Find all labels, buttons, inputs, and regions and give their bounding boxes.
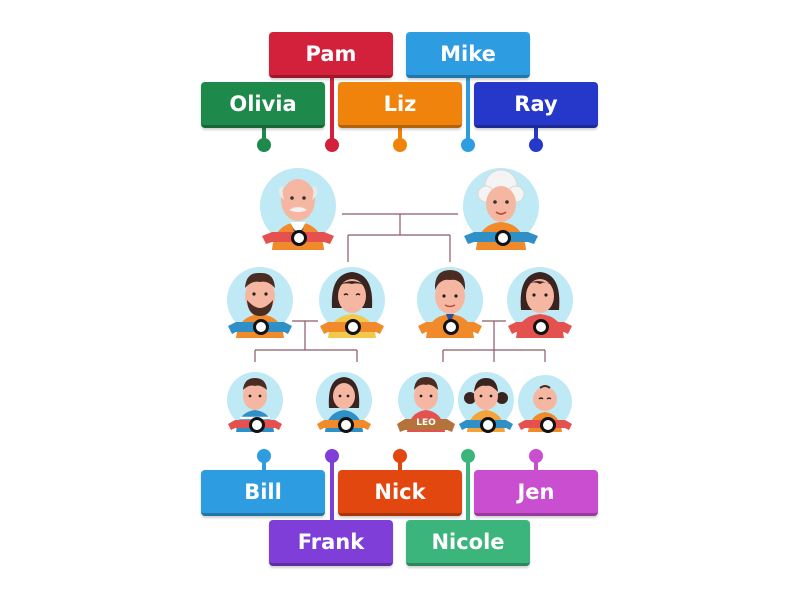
bill-stem <box>262 456 266 472</box>
nicole-pin <box>461 449 475 463</box>
child-pigtail-girl-drop-slot[interactable] <box>480 417 496 433</box>
jen-pin <box>529 449 543 463</box>
label-pam[interactable]: Pam <box>269 32 393 78</box>
father-right-drop-slot[interactable] <box>443 319 459 335</box>
child-girl-left-drop-slot[interactable] <box>338 417 354 433</box>
jen-stem <box>534 456 538 472</box>
label-bill[interactable]: Bill <box>201 470 325 516</box>
mother-right-drop-slot[interactable] <box>533 319 549 335</box>
label-mike[interactable]: Mike <box>406 32 530 78</box>
pam-pin <box>325 138 339 152</box>
nick-stem <box>398 456 402 472</box>
grandpa-drop-slot[interactable] <box>291 230 307 246</box>
nick-pin <box>393 449 407 463</box>
label-frank[interactable]: Frank <box>269 520 393 566</box>
pam-stem <box>330 78 334 144</box>
child-leo-avatar <box>397 372 455 432</box>
label-ray[interactable]: Ray <box>474 82 598 128</box>
olivia-stem <box>262 128 266 144</box>
father-right-avatar <box>417 267 483 338</box>
ray-pin <box>529 138 543 152</box>
frank-stem <box>330 456 334 522</box>
label-olivia[interactable]: Olivia <box>201 82 325 128</box>
grandma-avatar <box>463 168 539 250</box>
label-liz[interactable]: Liz <box>338 82 462 128</box>
child-striped-boy-avatar <box>227 372 283 432</box>
mother-left-drop-slot[interactable] <box>345 319 361 335</box>
mike-pin <box>461 138 475 152</box>
label-jen[interactable]: Jen <box>474 470 598 516</box>
ray-stem <box>534 128 538 144</box>
child-baby-drop-slot[interactable] <box>540 417 556 433</box>
bill-pin <box>257 449 271 463</box>
liz-stem <box>398 128 402 144</box>
frank-pin <box>325 449 339 463</box>
mike-stem <box>466 78 470 144</box>
nicole-stem <box>466 456 470 522</box>
child-baby-avatar <box>518 375 572 432</box>
label-nicole[interactable]: Nicole <box>406 520 530 566</box>
leo-name-tag: LEO <box>416 418 436 428</box>
grandma-drop-slot[interactable] <box>495 230 511 246</box>
olivia-pin <box>257 138 271 152</box>
mother-right-avatar <box>507 267 573 338</box>
label-nick[interactable]: Nick <box>338 470 462 516</box>
child-striped-boy-drop-slot[interactable] <box>249 417 265 433</box>
liz-pin <box>393 138 407 152</box>
father-left-drop-slot[interactable] <box>253 319 269 335</box>
